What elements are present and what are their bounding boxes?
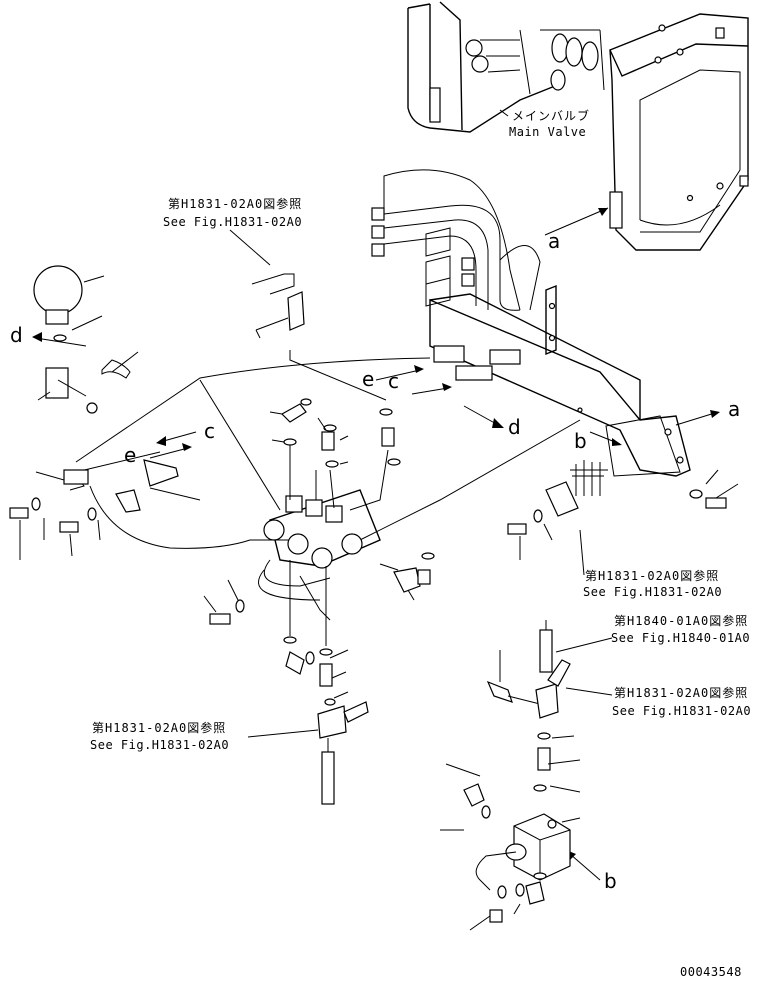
main-valve-label-jp: メインバルブ (512, 108, 590, 123)
svg-text:b: b (574, 429, 587, 453)
bolt-washer-left (9, 469, 101, 560)
main-valve-label-en: Main Valve (509, 125, 586, 139)
marker-d-left: d (10, 323, 87, 347)
svg-text:c: c (204, 419, 215, 443)
ref-4-jp: 第H1831-02A0図参照 (614, 685, 748, 700)
fittings-right-of-block (379, 552, 435, 601)
svg-text:b: b (604, 869, 617, 893)
ref-2-jp: 第H1831-02A0図参照 (585, 568, 719, 583)
main-valve-assembly (407, 1, 749, 251)
wire-harness (371, 169, 541, 311)
svg-text:e: e (124, 443, 136, 467)
hydraulic-manifold (440, 620, 581, 931)
svg-text:a: a (548, 229, 560, 253)
svg-text:c: c (388, 369, 399, 393)
marker-e-right: e (362, 365, 424, 391)
ref-1-en: See Fig.H1831-02A0 (163, 215, 302, 229)
svg-text:a: a (728, 397, 740, 421)
ref-5-en: See Fig.H1831-02A0 (90, 738, 229, 752)
marker-a-top: a (544, 207, 609, 253)
right-bolt-set (507, 460, 739, 560)
svg-text:d: d (10, 323, 23, 347)
marker-c-left: c (156, 419, 215, 446)
marker-b-top: b (574, 429, 622, 453)
marker-b-bottom: b (566, 850, 617, 893)
marker-d-right: d (463, 405, 521, 439)
fittings-bottom-center (283, 636, 369, 805)
svg-text:d: d (508, 415, 521, 439)
fittings-center (251, 273, 401, 468)
ref-5-jp: 第H1831-02A0図参照 (92, 720, 226, 735)
pilot-valve-block (258, 440, 389, 646)
clip-parts (115, 459, 201, 513)
mounting-bracket (429, 284, 691, 477)
ref-3-jp: 第H1840-01A0図参照 (614, 613, 748, 628)
ref-2-en: See Fig.H1831-02A0 (583, 585, 722, 599)
marker-a-right: a (675, 397, 740, 426)
marker-c-right: c (388, 369, 452, 395)
pipe-clamp-left (37, 351, 139, 414)
ref-3-en: See Fig.H1840-01A0 (611, 631, 750, 645)
ref-1-jp: 第H1831-02A0図参照 (168, 196, 302, 211)
ref-4-en: See Fig.H1831-02A0 (612, 704, 751, 718)
marker-e-left: e (124, 443, 192, 467)
accumulator (33, 265, 105, 342)
bolts-lower (203, 579, 245, 625)
pipe-lines (75, 350, 581, 549)
drawing-number: 00043548 (680, 965, 742, 979)
svg-text:e: e (362, 367, 374, 391)
